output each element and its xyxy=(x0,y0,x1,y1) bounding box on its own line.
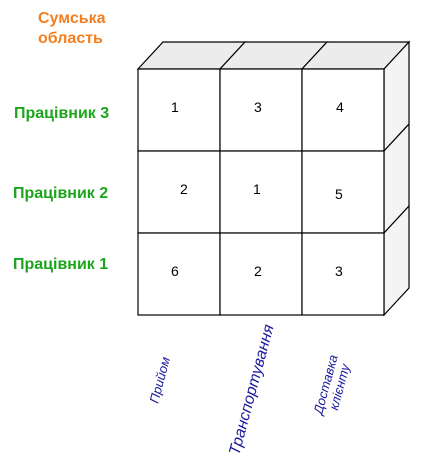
grid-cell-value: 3 xyxy=(335,263,343,279)
worker-label-3: Працівник 3 xyxy=(14,105,110,122)
operation-label-line: Транспортування xyxy=(226,322,277,457)
grid-cell-value: 2 xyxy=(254,263,262,279)
grid-cell xyxy=(137,232,221,316)
grid-cell xyxy=(137,68,221,152)
grid-cell-value: 2 xyxy=(180,181,188,197)
grid-cell-value: 1 xyxy=(253,181,261,197)
cube-right-face xyxy=(383,40,410,317)
operation-axis-labels: Прийом Транспортування Доставкаклієнту xyxy=(146,322,354,457)
grid-cell-value: 3 xyxy=(254,99,262,115)
operation-label: Транспортування xyxy=(226,322,277,457)
region-title: Сумська область xyxy=(38,10,106,47)
grid-cell xyxy=(219,150,303,234)
grid-cell xyxy=(301,232,385,316)
grid-cell xyxy=(301,68,385,152)
cube-cell-values: 1 3 4 2 1 5 6 2 3 xyxy=(171,99,344,279)
worker-label-1: Працівник 1 xyxy=(13,256,109,273)
operation-label: Прийом xyxy=(146,355,173,405)
grid-cell xyxy=(137,150,221,234)
grid-cell xyxy=(219,232,303,316)
grid-cell-value: 1 xyxy=(171,99,179,115)
cube-top-face xyxy=(136,41,411,70)
grid-cell-value: 4 xyxy=(336,99,344,115)
grid-cell xyxy=(219,68,303,152)
cube-front-face xyxy=(137,68,385,316)
operation-label: Доставкаклієнту xyxy=(310,353,354,421)
grid-cell-value: 6 xyxy=(171,263,179,279)
grid-cell xyxy=(301,150,385,234)
worker-label-2: Працівник 2 xyxy=(13,185,109,202)
grid-cell-value: 5 xyxy=(335,186,343,202)
operation-label-line: Прийом xyxy=(146,355,173,405)
